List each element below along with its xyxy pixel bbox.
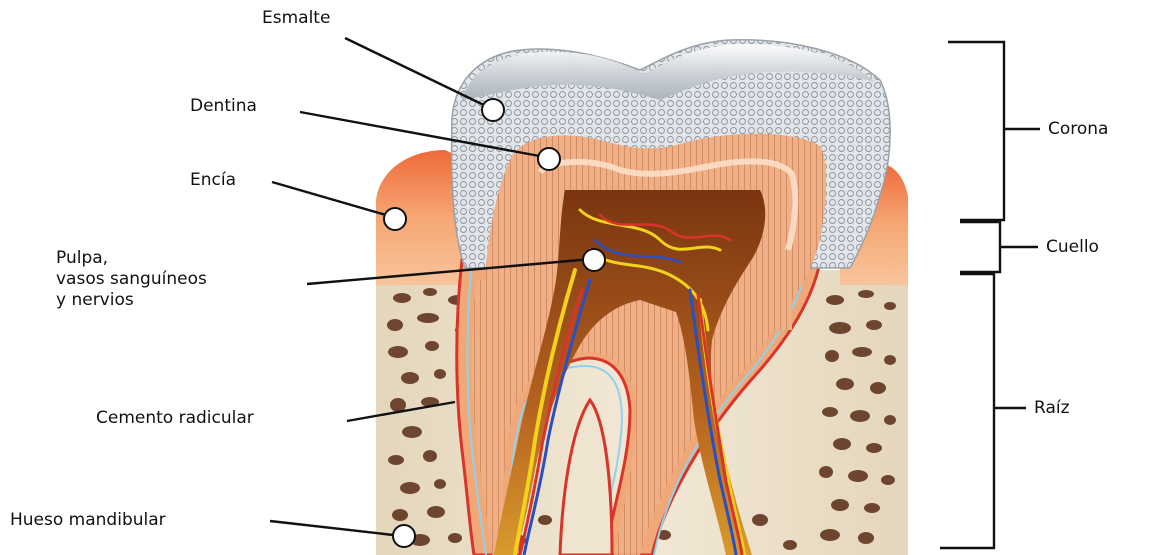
label-bone: Hueso mandibular (10, 510, 166, 531)
label-root: Raíz (1034, 398, 1070, 419)
marker-bone (393, 525, 415, 547)
label-pulp: Pulpa, vasos sanguíneos y nervios (56, 248, 207, 311)
label-dentin: Dentina (190, 96, 257, 117)
marker-enamel (482, 99, 504, 121)
label-enamel: Esmalte (262, 8, 330, 29)
label-cementum: Cemento radicular (96, 408, 254, 429)
marker-pulp (583, 249, 605, 271)
label-neck: Cuello (1046, 237, 1099, 258)
marker-gum (384, 208, 406, 230)
marker-dentin (538, 148, 560, 170)
label-gum: Encía (190, 170, 236, 191)
region-brackets (940, 42, 1040, 548)
label-crown: Corona (1048, 119, 1108, 140)
